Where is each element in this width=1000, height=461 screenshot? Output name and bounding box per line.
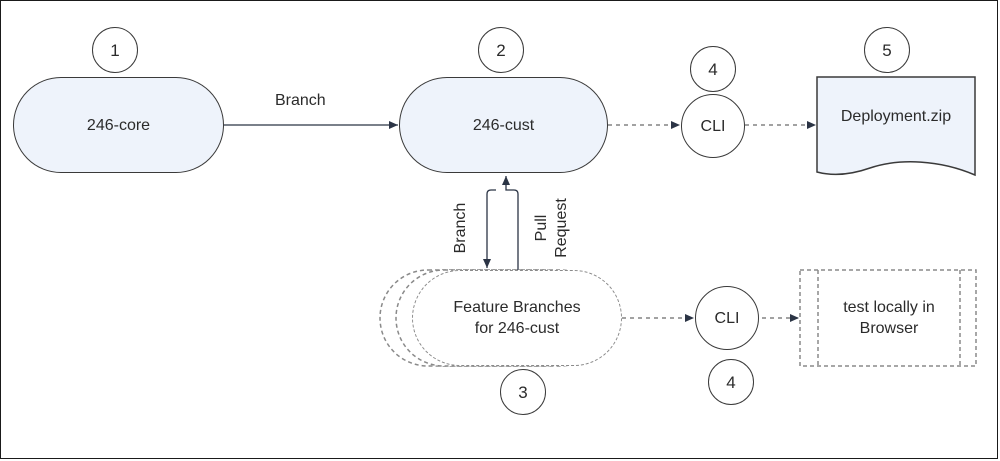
- deployment-document-shape: [816, 76, 976, 177]
- edge-label-pull-request: Pull Request: [532, 188, 572, 268]
- pull-request-line-2: Request: [553, 198, 570, 258]
- node-246-cust-label: 246-cust: [472, 116, 535, 134]
- node-cli-bottom: CLI: [695, 286, 759, 350]
- node-246-core: 246-core: [13, 77, 224, 173]
- badge-step-5: 5: [864, 27, 910, 73]
- node-test-locally-label: test locally in Browser: [843, 297, 935, 339]
- node-deployment-zip-label: Deployment.zip: [840, 107, 952, 125]
- node-246-cust: 246-cust: [399, 77, 608, 173]
- feature-label-line-2: for 246-cust: [474, 320, 560, 337]
- badge-step-2: 2: [478, 27, 524, 73]
- badge-step-4-bottom-text: 4: [726, 372, 736, 392]
- badge-step-3-text: 3: [518, 382, 528, 402]
- test-label-line-2: Browser: [859, 320, 919, 337]
- node-cli-top-label: CLI: [700, 117, 726, 135]
- badge-step-4-bottom: 4: [708, 359, 754, 405]
- node-feature-branches-label: Feature Branches for 246-cust: [453, 297, 580, 339]
- node-cli-top: CLI: [681, 94, 745, 158]
- badge-step-4-top: 4: [690, 46, 736, 92]
- feature-label-line-1: Feature Branches: [453, 299, 581, 316]
- node-deployment-zip: Deployment.zip: [817, 96, 975, 136]
- edge-label-core-to-cust: Branch: [275, 92, 326, 109]
- pull-request-line-1: Pull: [533, 214, 550, 242]
- edge-cust-to-feature-branch: [483, 189, 496, 268]
- badge-step-1: 1: [92, 27, 138, 73]
- badge-step-2-text: 2: [496, 40, 506, 60]
- badge-step-4-top-text: 4: [708, 59, 718, 79]
- node-cli-bottom-label: CLI: [714, 309, 740, 327]
- edge-label-cust-to-feature: Branch: [452, 202, 469, 254]
- edge-feature-to-cust-pull-request: [502, 176, 519, 270]
- test-label-line-1: test locally in: [843, 299, 935, 316]
- test-locally-box: [799, 269, 977, 367]
- node-feature-branches: Feature Branches for 246-cust: [412, 270, 622, 366]
- badge-step-5-text: 5: [882, 40, 892, 60]
- node-246-core-label: 246-core: [86, 116, 151, 134]
- node-test-locally: test locally in Browser: [818, 294, 960, 342]
- badge-step-3: 3: [500, 369, 546, 415]
- badge-step-1-text: 1: [110, 40, 120, 60]
